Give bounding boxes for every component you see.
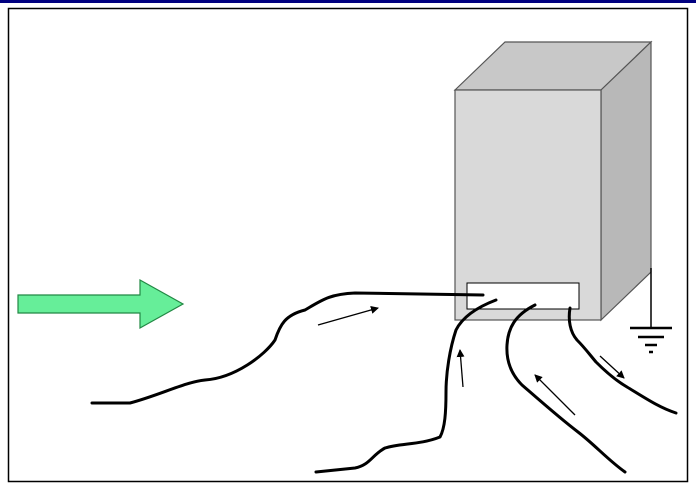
diagram-border xyxy=(7,7,689,483)
cable-right xyxy=(567,306,678,415)
flow-arrow-icon xyxy=(456,349,465,388)
ground-symbol-icon xyxy=(630,268,672,354)
right-arrow-icon xyxy=(17,278,185,330)
flow-arrow-icon xyxy=(317,306,379,326)
connector-panel xyxy=(466,282,580,310)
top-bar xyxy=(0,0,696,3)
equipment-cabinet xyxy=(453,40,653,322)
cable-middle xyxy=(505,303,627,474)
flow-arrow-icon xyxy=(534,374,576,416)
cabinet-side xyxy=(600,40,652,322)
cable-left xyxy=(90,291,485,405)
cabinet-front xyxy=(454,89,602,321)
flow-arrow-icon xyxy=(599,355,625,379)
cable-middle-left xyxy=(314,298,498,474)
